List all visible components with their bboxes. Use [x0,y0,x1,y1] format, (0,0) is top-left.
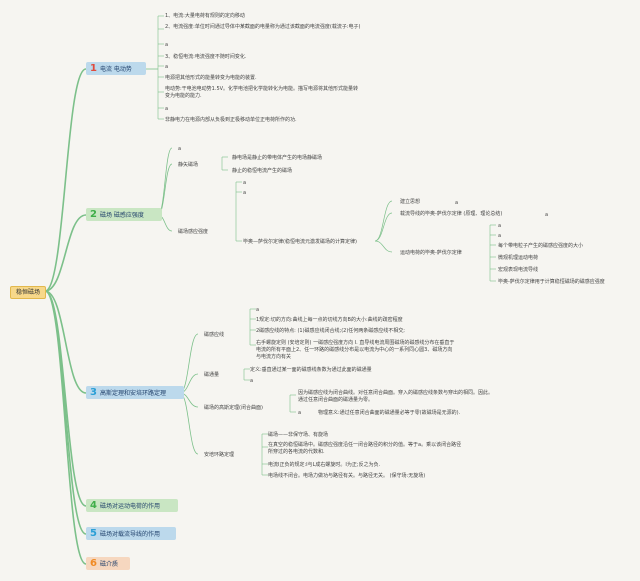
section-label: 电流 电动势 [99,66,132,73]
section-label: 磁介质 [99,561,118,568]
connector [44,290,87,394]
s1-item: 电源把其他形式的能量转变为电能的装置. [165,75,257,81]
s1-item: 1、电流:大量电荷有规则的定向移动 [165,13,245,19]
flux-item: 定义:垂直通过某一面的磁感线条数为通过此面的磁通量 [250,367,372,373]
s1-item: 3、稳恒电流:电流强度不随时间变化. [165,54,247,60]
section-number: 1 [90,63,97,74]
ampere-item: 电流I正负的规定:I与L成右螺旋时。I为正;反之为负. [268,462,381,468]
induction-a: a [243,190,247,196]
section-number: 4 [90,500,97,511]
build-idea: 建立思想 [400,199,421,205]
field-lines-item: 右手螺旋定则 (安培定则) 一磁感应强度方向 I. 直导线电流周围磁场的磁感线分… [256,340,455,360]
gauss-main: 因为磁感应线为闭合曲线。对任意闭合曲面。穿入的磁感应线条数与穿出的相同。因此。通… [298,390,494,403]
section-label: 高斯定理和安培环路定理 [99,390,166,397]
connector [44,214,87,292]
s1-item: 2、电流强度:单位时间通过导体中某截面的电量称为通过该截面的电流强度(载流子:电… [165,24,361,30]
root-node[interactable]: 稳恒磁场 [10,286,46,299]
flux-item: a [250,378,254,384]
s1-item: a [165,106,169,112]
field-lines-item: a [256,307,260,313]
section-number: 2 [90,209,97,220]
section-label: 磁场对运动电荷的作用 [99,503,160,510]
connector [44,290,87,565]
connector [44,290,87,507]
section-label: 磁场 磁感应强度 [99,212,144,219]
biot-savart-law[interactable]: 毕奥—萨伐尔定律(稳恒电流元激发磁场的计算定律) [243,239,357,245]
static-field-item: 静电场是静止的带电体产生的电场静磁场 [232,155,323,161]
connector [157,147,173,216]
section-number: 6 [90,558,97,569]
moving-item: a [498,223,502,229]
gauss-sub: 物理意义:通过任意闭合曲面的磁通量必等于零(故磁场是无源的). [318,410,461,416]
static-field-label[interactable]: 静矢磁场 [178,162,199,168]
connector [374,212,393,242]
connector [374,240,393,253]
ampere-item: 磁场——非保守场、有旋场 [268,432,329,438]
ampere-item: 电场线不闭合。电场力做功与路径有关。与路径无关。 (保守场:无旋场) [268,473,426,479]
line-law-a: a [545,212,549,218]
field-lines-label[interactable]: 磁感应线 [204,332,225,338]
moving-item: 微观机理运动电荷 [498,255,539,261]
s2-a-top: a [178,146,182,152]
section-number: 3 [90,387,97,398]
induction-label[interactable]: 磁场感应强度 [178,229,209,235]
connector [44,68,87,292]
s1-item: 电动势:干电池电动势1.5V。化学电池把化学能转化为电能。描写电源将其他形式能量… [165,86,359,99]
moving-charge-law: 运动电荷的毕奥-萨伐尔定律 [400,250,462,256]
moving-item: 每个带电粒子产生的磁感应强度的大小 [498,243,584,249]
connector [179,392,199,455]
gauss-a: a [298,410,302,416]
s1-item: a [165,64,169,70]
moving-item: 宏观表现电流导线 [498,267,539,273]
ampere-item: 在真空的稳恒磁场中。磁感应强度沿任一闭合路径的积分的值。等于a。乘以该闭合路径所… [268,442,462,455]
line-law: 载流导线的毕奥-萨伐尔定律 (原理、理论总结) [400,211,503,217]
section-number: 5 [90,528,97,539]
section-label: 磁场对载流导线的作用 [99,531,160,538]
flux-label[interactable]: 磁通量 [204,372,220,378]
induction-a: a [243,180,247,186]
field-lines-item: 2磁感应线的特点: (1)磁感应线闭合线;(2)任何两条磁感应线不相交; [256,328,405,334]
s1-item: a [165,42,169,48]
static-field-item: 静止的稳恒电流产生的磁场 [232,168,293,174]
build-idea-a: a [455,200,459,206]
ampere-label[interactable]: 安培环路定理 [204,452,235,458]
moving-item: 毕奥-萨伐尔定律用于计算稳恒磁场的磁感应强度 [498,279,605,285]
s1-item: 非静电力在电源内部从负极到正极移动单位正电荷所作的功. [165,117,297,123]
gauss-label[interactable]: 磁场的高斯定理(闭合曲面) [204,405,263,411]
connector [374,200,393,242]
field-lines-item: 1规定:切的方向:曲线上每一点的切线方向B的大小:曲线的疏密程度 [256,317,403,323]
moving-item: a [498,233,502,239]
